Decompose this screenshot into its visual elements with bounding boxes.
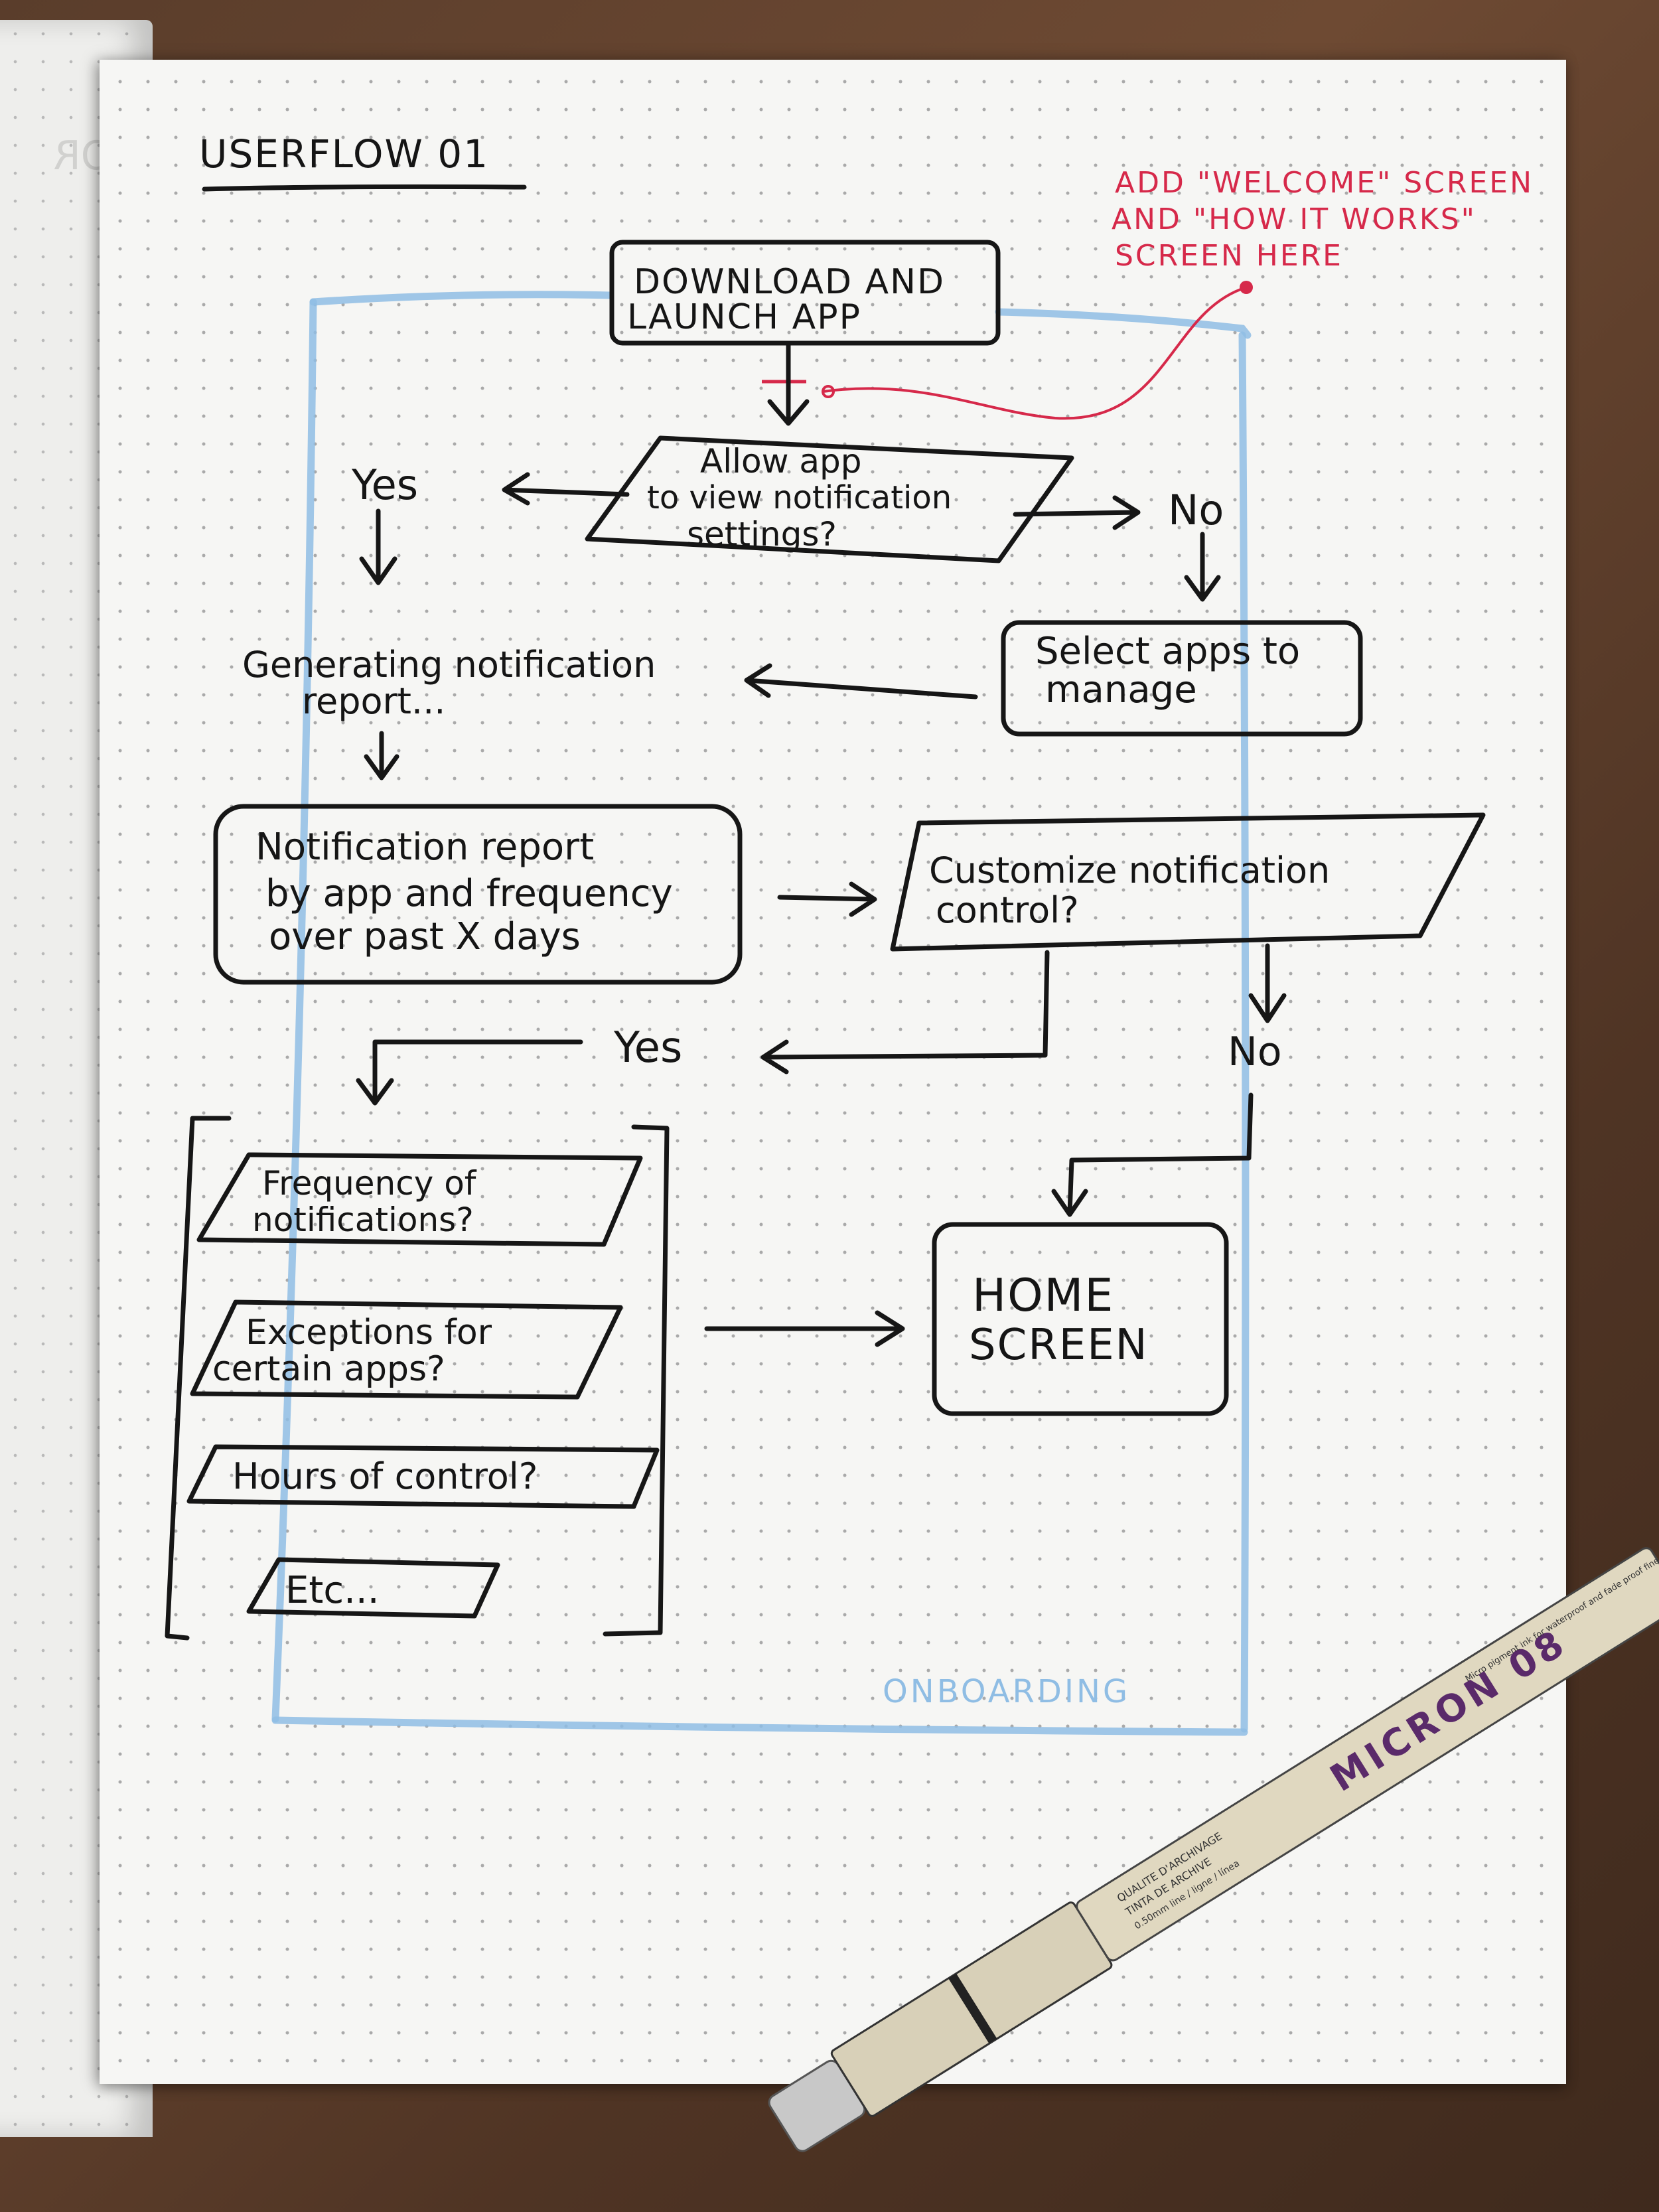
arrow-generating-to-report [366,733,397,778]
node-home-screen: HOME SCREEN [934,1224,1226,1414]
options-group: Frequency of notifications? Exceptions f… [167,1118,667,1638]
arrow-no-to-home [1054,1095,1251,1215]
customize-line-1: Customize notification [929,849,1330,891]
node-notification-report: Notification report by app and frequency… [216,806,740,982]
option-frequency: Frequency of notifications? [199,1155,640,1244]
arrow-allow-yes [504,475,627,503]
onboarding-label: ONBOARDING [883,1673,1130,1710]
arrow-customize-yes [763,952,1047,1072]
arrow-no-down [1187,534,1218,599]
label-no-2: No [1228,1029,1282,1075]
home-line-1: HOME [972,1270,1114,1322]
node-customize-control: Customize notification control? [893,815,1483,949]
exceptions-line-2: certain apps? [212,1349,445,1389]
pen-brand: MICRON 08 [1323,1621,1575,1801]
note-arrow-line [823,287,1246,418]
arrow-yes-to-options [358,1042,581,1103]
node-generating-report: Generating notification report... [242,644,656,722]
customize-line-2: control? [936,889,1079,931]
node-allow-notifications: Allow app to view notification settings? [587,438,1072,561]
arrow-customize-no [1251,946,1284,1021]
report-line-1: Notification report [255,826,594,869]
generating-line-1: Generating notification [242,644,656,686]
hours-line-1: Hours of control? [232,1455,538,1497]
allow-line-2: to view notification [647,479,952,516]
node-launch-app: DOWNLOAD AND LAUNCH APP [612,242,998,343]
generating-line-2: report... [302,680,445,722]
label-no-1: No [1168,486,1224,534]
report-line-3: over past X days [269,915,581,958]
arrow-options-to-home [707,1313,902,1345]
title-underline [204,186,524,189]
arrow-launch-to-allow [770,345,807,423]
report-line-2: by app and frequency [265,872,673,915]
arrow-allow-no [1015,498,1138,528]
note-line-1: ADD "WELCOME" SCREEN [1115,166,1534,200]
exceptions-line-1: Exceptions for [246,1313,492,1353]
option-etc: Etc... [249,1560,498,1616]
option-hours: Hours of control? [189,1447,657,1507]
frequency-line-2: notifications? [252,1201,474,1239]
node-select-apps: Select apps to manage [1003,623,1360,734]
option-exceptions: Exceptions for certain apps? [192,1302,620,1397]
arrow-yes-down [362,511,395,583]
right-bracket [605,1127,667,1634]
note-line-2: AND "HOW IT WORKS" [1112,202,1477,236]
home-line-2: SCREEN [969,1321,1149,1370]
etc-line-1: Etc... [285,1569,380,1612]
label-yes-2: Yes [613,1023,682,1072]
allow-line-1: Allow app [700,442,861,480]
select-line-1: Select apps to [1035,630,1300,673]
launch-line-1: DOWNLOAD AND [634,262,945,302]
note-line-3: SCREEN HERE [1115,239,1343,273]
label-yes-1: Yes [351,461,418,509]
allow-line-3: settings? [687,515,837,553]
title: USERFLOW 01 [199,131,489,177]
arrow-select-to-generating [747,666,975,697]
launch-line-2: LAUNCH APP [627,297,861,337]
arrow-report-to-customize [780,884,875,915]
pen: MICRON 08 QUALITE D'ARCHIVAGE TINTA DE A… [762,1530,1659,2160]
frequency-line-1: Frequency of [262,1164,477,1203]
select-line-2: manage [1045,668,1197,711]
